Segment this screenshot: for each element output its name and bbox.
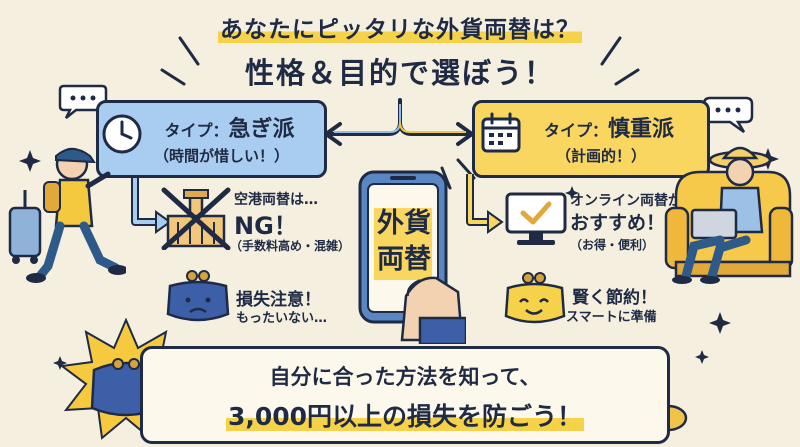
banner-line1: 自分に合った方法を知って、 [269, 365, 541, 389]
phone-line2: 両替 [377, 244, 431, 275]
computer-check-icon [505, 192, 567, 245]
smartphone-hand-illustration [358, 170, 466, 344]
traveler-running-illustration [8, 147, 126, 283]
type-careful-label: タイプ： [543, 121, 608, 140]
type-hasty-name: 急ぎ派 [228, 117, 295, 142]
sad-purse-icon [166, 270, 230, 322]
clock-icon [102, 114, 142, 154]
save-line2: スマートに準備 [566, 310, 657, 325]
type-hasty-title: タイプ：急ぎ派 [99, 111, 324, 143]
banner-line2: 3,000円以上の損失を防ごう！ [143, 397, 667, 433]
loss-line2: もったいない… [236, 311, 328, 326]
loss-line1: 損失注意！ [236, 290, 321, 310]
type-hasty-label: タイプ： [164, 121, 229, 140]
happy-purse-icon [504, 272, 566, 324]
conclusion-banner: 自分に合った方法を知って、 3,000円以上の損失を防ごう！ [140, 346, 670, 444]
page-title-line2: 性格＆目的で選ぼう！ [0, 50, 800, 92]
type-hasty-sub: （時間が惜しい！） [153, 147, 289, 165]
type-careful-title: タイプ：慎重派 [475, 111, 707, 143]
online-line1: オンライン両替が… [570, 193, 696, 209]
airport-line3: （手数料高め・混雑） [230, 239, 351, 253]
page-title-line1: あなたにピッタリな外貨両替は？ [0, 10, 800, 44]
title-line1-text: あなたにピッタリな外貨両替は？ [218, 17, 582, 43]
phone-screen-text: 外貨 両替 [372, 206, 436, 278]
type-careful-sub: （計画的！） [555, 147, 646, 165]
airport-crossed-icon [161, 187, 231, 250]
online-line3: （お得・便利） [570, 238, 655, 252]
speech-bubble-icon [58, 84, 108, 119]
type-careful-box: タイプ：慎重派 （計画的！） [472, 100, 710, 178]
title-line2-text: 性格＆目的で選ぼう！ [244, 56, 555, 90]
person-laptop-armchair-illustration [664, 146, 794, 284]
type-careful-name: 慎重派 [608, 117, 675, 142]
phone-line1: 外貨 [377, 208, 431, 239]
airport-ng: NG！ [234, 212, 298, 240]
banner-line2-text: 3,000円以上の損失を防ごう！ [225, 402, 585, 431]
save-line1: 賢く節約！ [572, 288, 657, 308]
online-recommend: おすすめ！ [570, 212, 666, 234]
airport-line1: 空港両替は… [234, 192, 318, 208]
calendar-icon [481, 112, 521, 153]
